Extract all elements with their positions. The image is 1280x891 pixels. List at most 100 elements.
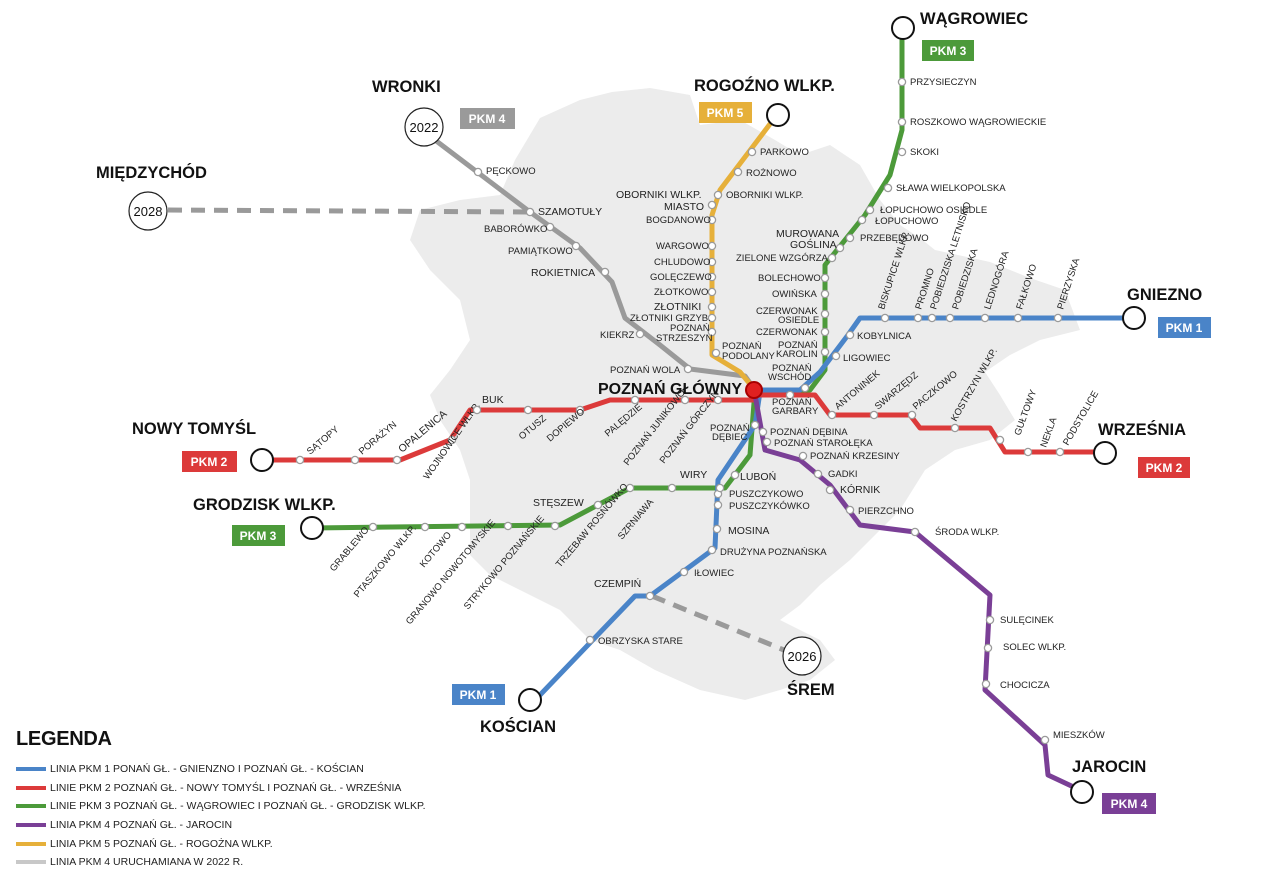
- city-label-grodzisk: GRODZISK WLKP.: [193, 496, 336, 514]
- badge-label-nowy-tomysl: PKM 2: [191, 455, 228, 469]
- station-label-ilowiec: IŁOWIEC: [694, 568, 734, 579]
- legend-label: LINIA PKM 5 POZNAŃ GŁ. - ROGOŻNA WLKP.: [50, 837, 273, 850]
- year-circle-srem: [782, 636, 822, 676]
- station-dot-ligowiec: [831, 351, 841, 361]
- station-dot-oborniki: [713, 190, 723, 200]
- station-label-wola: POZNAŃ WOLA: [610, 365, 681, 376]
- station-dot-przebedowo: [845, 233, 855, 243]
- station-dot-staroleka: [762, 437, 772, 447]
- legend-item: LINIA PKM 5 POZNAŃ GŁ. - ROGOŻNA WLKP.: [16, 834, 536, 853]
- station-dot-mosina: [712, 524, 722, 534]
- badge-label-rogozno: PKM 5: [707, 106, 744, 120]
- station-label-garbary-1: POZNAŃ: [772, 397, 812, 408]
- station-dot-zielone-wzgorza: [827, 253, 837, 263]
- station-dot-swarzedz: [869, 410, 879, 420]
- station-label-peckowo: PĘCKOWO: [486, 166, 536, 177]
- station-dot-peckowo: [473, 167, 483, 177]
- station-dot-strykowo: [550, 521, 560, 531]
- station-label-przebedowo: PRZEBĘDOWO: [860, 233, 929, 244]
- station-dot-pierzyska: [1053, 313, 1063, 323]
- station-dot-wojnowice: [447, 435, 457, 445]
- legend-item: LINIE PKM 3 POZNAŃ GŁ. - WĄGROWIEC I POZ…: [16, 797, 536, 816]
- station-dot-czerwonak-osiedle: [820, 309, 830, 319]
- year-circle-miedzychod: [128, 191, 168, 231]
- station-dot-kostrzyn: [950, 423, 960, 433]
- station-dot-chocicza: [981, 679, 991, 689]
- station-dot-granowo: [503, 521, 513, 531]
- station-label-karolin-2: KAROLIN: [776, 349, 818, 360]
- station-dot-sroda: [910, 527, 920, 537]
- station-dot-gorczyn: [713, 395, 723, 405]
- station-dot-zlotniki-grzyb: [707, 313, 717, 323]
- station-dot-kornik: [825, 485, 835, 495]
- station-dot-roszkowo: [897, 117, 907, 127]
- poznan-region-background: [410, 88, 1080, 700]
- station-label-karolin-1: POZNAŃ: [778, 340, 818, 351]
- legend-swatch-pkm2: [16, 785, 46, 790]
- station-dot-baborowko: [545, 222, 555, 232]
- station-label-satopy: SĄTOPY: [305, 424, 342, 458]
- station-dot-strzeszyn: [707, 327, 717, 337]
- station-dot-slawa: [883, 183, 893, 193]
- station-label-czerwonak-osiedle-1: CZERWONAK: [756, 306, 818, 317]
- station-label-garbary-2: GARBARY: [772, 406, 819, 417]
- station-dot-owinska: [820, 289, 830, 299]
- year-label-miedzychod: 2028: [134, 204, 163, 219]
- hub-poznan-glowny-marker: [745, 381, 763, 399]
- station-label-bogdanowo: BOGDANOWO: [646, 215, 711, 226]
- station-dot-debina: [758, 427, 768, 437]
- station-label-kotowo: KOTOWO: [418, 530, 454, 570]
- city-label-nowy-tomysl: NOWY TOMYŚL: [132, 419, 256, 438]
- badge-wrzesnia: [1138, 457, 1190, 478]
- station-label-podolany-1: POZNAŃ: [722, 341, 762, 352]
- legend-item: LINIE PKM 2 POZNAŃ GŁ. - NOWY TOMYŚL I P…: [16, 779, 536, 798]
- station-dot-krzesiny: [798, 451, 808, 461]
- badge-label-wronki: PKM 4: [469, 112, 506, 126]
- station-dot-chludowo: [707, 257, 717, 267]
- station-label-granowo: GRANOWO NOWOTOMYSKIE: [404, 518, 498, 627]
- station-dot-porazyn: [350, 455, 360, 465]
- station-dot-paczkowo: [907, 410, 917, 420]
- station-dot-bolechowo: [820, 273, 830, 283]
- station-dot-pobiedziska: [945, 313, 955, 323]
- legend-swatch-pkm3: [16, 804, 46, 809]
- station-dot-lednogora: [980, 313, 990, 323]
- terminus-koscian: [518, 688, 542, 712]
- station-label-parkowo: PARKOWO: [760, 147, 809, 158]
- station-label-gadki: GADKI: [828, 469, 858, 480]
- station-label-podolany-2: PODOLANY: [722, 351, 775, 362]
- station-label-steszew: STĘSZEW: [533, 497, 584, 509]
- station-dot-kobylnica: [845, 330, 855, 340]
- terminus-wagrowiec: [891, 16, 915, 40]
- station-dot-steszew: [593, 500, 603, 510]
- station-label-ligowiec: LIGOWIEC: [843, 353, 891, 364]
- line-pkm5-rogozno: [709, 121, 773, 393]
- terminus-nowy-tomysl: [250, 448, 274, 472]
- station-label-owinska: OWIŃSKA: [772, 289, 818, 300]
- station-dot-antoninek: [827, 410, 837, 420]
- station-dot-dopiewo: [575, 405, 585, 415]
- station-dot-kotowo: [457, 522, 467, 532]
- badge-nowy-tomysl: [182, 451, 237, 472]
- legend-item: LINIA PKM 1 PONAŃ GŁ. - GNIENZNO I POZNA…: [16, 760, 536, 779]
- station-label-zlotkowo: ZŁOTKOWO: [654, 287, 708, 298]
- station-label-wiry: WIRY: [680, 469, 707, 481]
- station-label-debiec-2: DĘBIEC: [712, 432, 748, 443]
- badge-label-gniezno: PKM 1: [1166, 321, 1203, 335]
- station-dot-puszczykowko: [713, 500, 723, 510]
- station-dot-skoki: [897, 147, 907, 157]
- legend-label: LINIA PKM 4 POZNAŃ GŁ. - JAROCIN: [50, 819, 233, 832]
- station-dot-lopuchowo-osiedle: [865, 205, 875, 215]
- badge-koscian: [452, 684, 505, 705]
- station-label-bolechowo: BOLECHOWO: [758, 273, 821, 284]
- station-dot-grablewo: [368, 522, 378, 532]
- station-dot-oborniki-miasto: [707, 200, 717, 210]
- station-label-chocicza: CHOCICZA: [1000, 680, 1050, 691]
- station-label-zielone-wzgorza: ZIELONE WZGÓRZA: [736, 253, 829, 264]
- station-dot-pobiedziska-letnisko: [927, 313, 937, 323]
- station-dot-szamotuly: [525, 207, 535, 217]
- station-dot-gadki: [813, 469, 823, 479]
- station-dot-przysieczyn: [897, 77, 907, 87]
- station-label-zlotniki-grzyb: ZŁOTNIKI GRZYB.: [630, 313, 711, 324]
- station-dot-falkowo: [1013, 313, 1023, 323]
